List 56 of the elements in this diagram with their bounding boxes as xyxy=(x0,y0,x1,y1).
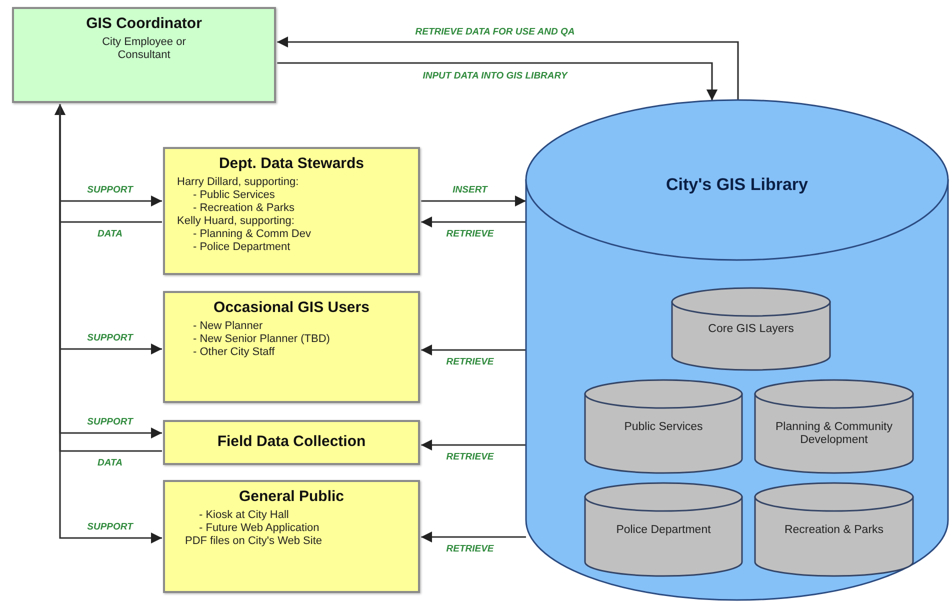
box-title: Dept. Data Stewards xyxy=(218,155,366,172)
arrow xyxy=(277,62,718,101)
box-text: - Planning & Comm Dev xyxy=(192,228,312,241)
node-label: Planning & Community Development xyxy=(774,420,894,446)
box-text: - Kiosk at City Hall xyxy=(198,509,290,522)
edge-label: DATA xyxy=(96,228,124,240)
edge-label: SUPPORT xyxy=(85,332,135,344)
process-box xyxy=(163,291,420,403)
data-layer-cylinder xyxy=(585,380,742,473)
arrow xyxy=(421,216,526,228)
data-layer-cylinder xyxy=(755,380,913,473)
arrow xyxy=(421,344,526,356)
box-text: - Recreation & Parks xyxy=(192,202,296,215)
box-text: - New Planner xyxy=(192,320,264,333)
process-box xyxy=(163,480,420,593)
box-text: - Other City Staff xyxy=(192,346,276,359)
edge-label: INPUT DATA INTO GIS LIBRARY xyxy=(420,70,570,82)
arrow xyxy=(421,531,526,543)
process-box xyxy=(12,7,276,103)
box-text: Kelly Huard, supporting: xyxy=(176,215,296,228)
database-cylinder xyxy=(526,100,948,600)
node-label: Recreation & Parks xyxy=(783,524,885,536)
node-label: Core GIS Layers xyxy=(707,323,795,336)
process-box xyxy=(163,420,420,465)
node-label: Public Services xyxy=(623,420,704,434)
arrow xyxy=(421,195,526,207)
box-text: Harry Dillard, supporting: xyxy=(176,176,300,189)
box-text: - Public Services xyxy=(192,189,276,202)
node-label: Police Department xyxy=(615,524,712,536)
data-layer-cylinder xyxy=(755,483,913,576)
box-text: City Employee or Consultant xyxy=(101,36,187,62)
edge-label: RETRIEVE DATA FOR USE AND QA xyxy=(413,26,577,38)
edge-label: RETRIEVE xyxy=(444,228,496,240)
edge-label: RETRIEVE xyxy=(444,452,496,462)
arrow xyxy=(421,439,526,451)
box-title: General Public xyxy=(238,488,346,505)
edge-label: DATA xyxy=(96,458,124,468)
data-layer-cylinder xyxy=(585,483,742,576)
edge-label: SUPPORT xyxy=(85,416,135,428)
edge-label: SUPPORT xyxy=(85,184,135,196)
arrow xyxy=(277,36,739,100)
box-title: GIS Coordinator xyxy=(85,15,203,32)
box-text: - Future Web Application xyxy=(198,522,320,535)
box-title: Occasional GIS Users xyxy=(212,299,370,316)
edge-label: RETRIEVE xyxy=(444,356,496,368)
box-text: - Police Department xyxy=(192,241,292,254)
edge-label: RETRIEVE xyxy=(444,544,496,554)
process-box xyxy=(163,147,420,275)
box-text: PDF files on City's Web Site xyxy=(184,535,323,548)
arrow xyxy=(59,104,162,544)
node-title: City's GIS Library xyxy=(665,178,809,191)
box-title: Field Data Collection xyxy=(216,433,367,450)
box-text: - New Senior Planner (TBD) xyxy=(192,333,331,346)
edge-label: SUPPORT xyxy=(85,522,135,532)
data-layer-cylinder xyxy=(672,288,830,370)
edge-label: INSERT xyxy=(450,184,490,196)
